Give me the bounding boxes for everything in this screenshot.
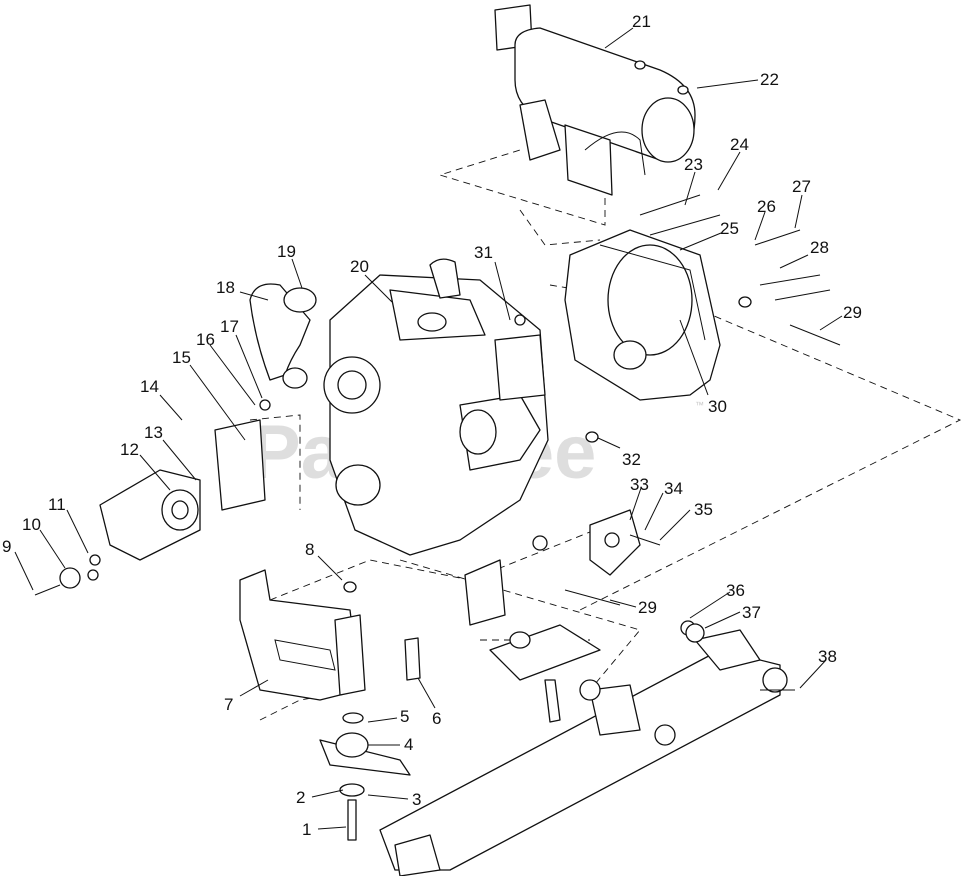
callout-30: 30 xyxy=(708,397,727,416)
left-washer-stack xyxy=(34,554,101,596)
callout-2: 2 xyxy=(296,788,305,807)
center-brackets xyxy=(404,559,601,723)
callout-15: 15 xyxy=(172,348,191,367)
callout-17: 17 xyxy=(220,317,239,336)
callout-9: 9 xyxy=(2,537,11,556)
callout-7: 7 xyxy=(224,695,233,714)
right-engine-bracket xyxy=(532,509,641,576)
callout-35: 35 xyxy=(694,500,713,519)
left-engine-bracket xyxy=(99,419,266,561)
callout-18: 18 xyxy=(216,278,235,297)
callout-29-lower: 29 xyxy=(638,598,657,617)
callout-1: 1 xyxy=(302,820,311,839)
callout-27: 27 xyxy=(792,177,811,196)
callout-16: 16 xyxy=(196,330,215,349)
callout-12: 12 xyxy=(120,440,139,459)
callout-22: 22 xyxy=(760,70,779,89)
callout-36: 36 xyxy=(726,581,745,600)
callout-leaders xyxy=(14,27,843,830)
muffler xyxy=(494,4,696,196)
callout-4: 4 xyxy=(404,735,413,754)
callout-numbers: 1 2 3 4 5 6 7 8 9 10 11 12 13 14 15 16 1… xyxy=(2,12,862,839)
callout-23: 23 xyxy=(684,155,703,174)
callout-34: 34 xyxy=(664,479,683,498)
callout-10: 10 xyxy=(22,515,41,534)
callout-13: 13 xyxy=(144,423,163,442)
callout-29: 29 xyxy=(843,303,862,322)
engine-block xyxy=(323,258,549,556)
callout-19: 19 xyxy=(277,242,296,261)
callout-37: 37 xyxy=(742,603,761,622)
fasteners xyxy=(259,60,841,691)
callout-31: 31 xyxy=(474,243,493,262)
callout-8: 8 xyxy=(305,540,314,559)
callout-26: 26 xyxy=(757,197,776,216)
flywheel-housing-plate xyxy=(564,229,721,401)
callout-20: 20 xyxy=(350,257,369,276)
callout-32: 32 xyxy=(622,450,641,469)
callout-24: 24 xyxy=(730,135,749,154)
callout-28: 28 xyxy=(810,238,829,257)
engine-mount-plate xyxy=(239,569,366,701)
callout-38: 38 xyxy=(818,647,837,666)
callout-33: 33 xyxy=(630,475,649,494)
callout-25: 25 xyxy=(720,219,739,238)
frame-tube xyxy=(379,629,788,876)
callout-6: 6 xyxy=(432,709,441,728)
watermark-trademark: ™ xyxy=(695,400,704,410)
callout-3: 3 xyxy=(412,790,421,809)
callout-11: 11 xyxy=(48,495,66,514)
vibration-isolator xyxy=(319,712,411,841)
air-intake-hose xyxy=(249,283,317,389)
callout-5: 5 xyxy=(400,707,409,726)
callout-14: 14 xyxy=(140,377,159,396)
callout-21: 21 xyxy=(632,12,651,31)
